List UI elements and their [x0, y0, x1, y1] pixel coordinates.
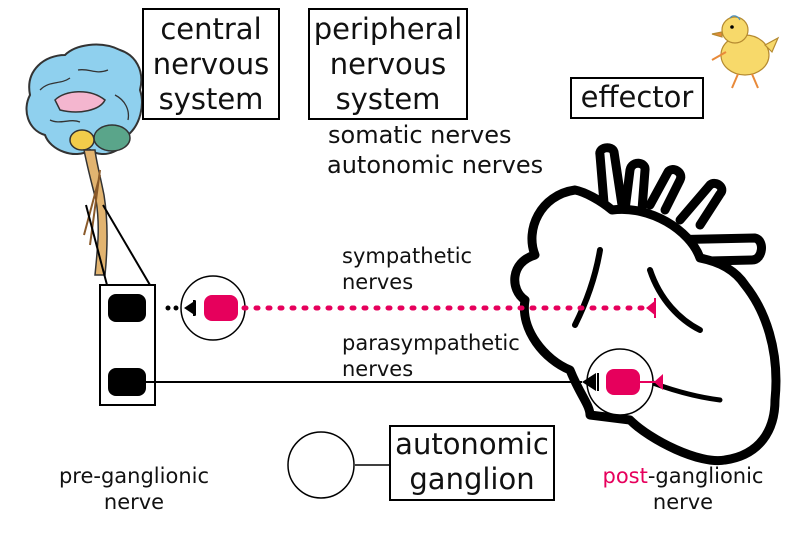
post-ganglionic-label: post-ganglionic nerve	[588, 463, 778, 515]
autonomic-nerves-label: autonomic nerves	[327, 151, 544, 179]
post-rest: -ganglionic	[647, 464, 764, 488]
parasympathetic-line-1: parasympathetic	[342, 331, 520, 355]
cns-line-1: central	[160, 12, 262, 46]
ganglion-line-2: ganglion	[409, 462, 535, 496]
central-nervous-system-box: central nervous system	[142, 8, 280, 120]
effector-box: effector	[570, 77, 704, 119]
cns-line-3: system	[158, 82, 264, 116]
ganglion-legend	[287, 431, 390, 499]
parasympathetic-preganglionic-soma	[108, 368, 146, 396]
ganglion-line-1: autonomic	[395, 427, 549, 461]
spinal-cord-box	[85, 204, 156, 406]
effector-label: effector	[580, 80, 694, 114]
post-line-1: post-ganglionic	[588, 463, 778, 489]
sympathetic-line-2: nerves	[342, 270, 414, 294]
sympathetic-preganglionic-soma	[108, 294, 146, 322]
parasympathetic-pathway	[146, 348, 663, 416]
sympathetic-pathway	[165, 275, 656, 341]
pre-line-1: pre-ganglionic	[58, 464, 210, 488]
chick-icon	[711, 15, 780, 89]
pre-line-2: nerve	[103, 490, 165, 514]
sympathetic-line-1: sympathetic	[342, 244, 473, 268]
somatic-nerves-label: somatic nerves	[328, 121, 512, 149]
parasympathetic-postganglionic-soma	[606, 369, 640, 395]
autonomic-ganglion-box: autonomic ganglion	[389, 425, 555, 501]
pns-line-1: peripheral	[313, 12, 463, 46]
cns-line-2: nervous	[152, 47, 270, 81]
post-line-2: nerve	[652, 490, 714, 514]
heart-icon	[510, 143, 781, 466]
sympathetic-nerves-label: sympathetic nerves	[342, 243, 472, 295]
peripheral-nervous-system-box: peripheral nervous system	[308, 8, 468, 120]
pns-line-3: system	[335, 82, 441, 116]
sympathetic-postganglionic-soma	[204, 295, 238, 321]
parasympathetic-nerves-label: parasympathetic nerves	[342, 330, 520, 382]
pns-line-2: nervous	[329, 47, 447, 81]
parasympathetic-line-2: nerves	[342, 357, 414, 381]
pre-ganglionic-label: pre-ganglionic nerve	[46, 463, 222, 515]
post-prefix: post	[602, 464, 648, 488]
